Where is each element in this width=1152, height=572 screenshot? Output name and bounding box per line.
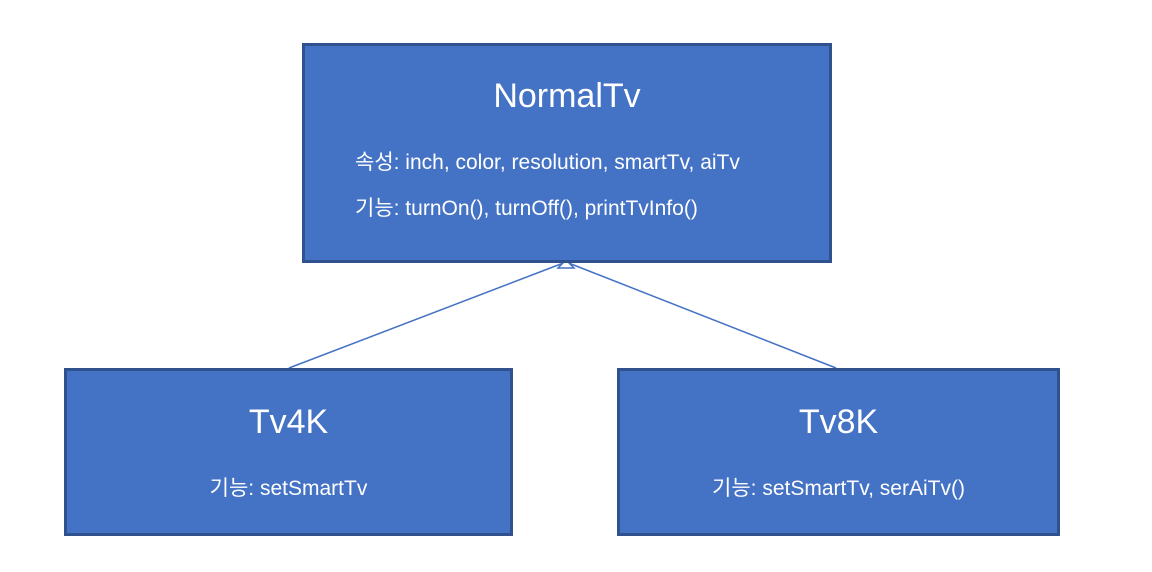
tv8k-title: Tv8K [798, 403, 879, 441]
tv4k-functions: 기능: setSmartTv [209, 477, 368, 500]
tv8k-functions: 기능: setSmartTv, serAiTv() [712, 477, 965, 500]
tv8k-inheritance-line [565, 261, 837, 369]
normal-tv-title: NormalTv [493, 77, 641, 115]
tv8k-class-box: Tv8K 기능: setSmartTv, serAiTv() [617, 368, 1060, 536]
tv4k-inheritance-line [288, 261, 567, 369]
normal-tv-functions: 기능: turnOn(), turnOff(), printTvInfo() [355, 197, 698, 220]
inheritance-arrowhead [556, 258, 576, 269]
normal-tv-attributes: 속성: inch, color, resolution, smartTv, ai… [355, 151, 740, 174]
normal-tv-class-box: NormalTv 속성: inch, color, resolution, sm… [302, 43, 832, 263]
tv4k-title: Tv4K [248, 403, 329, 441]
tv4k-class-box: Tv4K 기능: setSmartTv [64, 368, 513, 536]
